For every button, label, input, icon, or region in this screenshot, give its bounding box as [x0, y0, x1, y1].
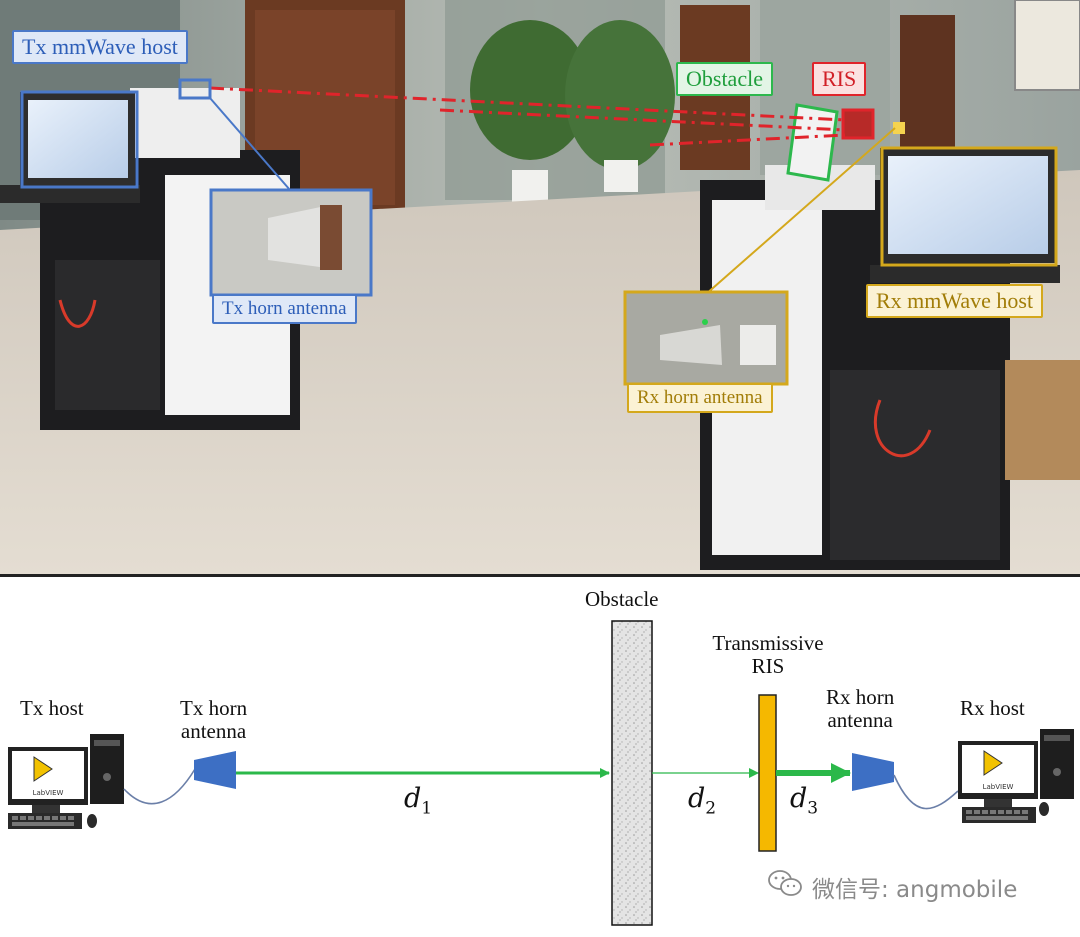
rx-computer-icon — [958, 729, 1074, 823]
tx-computer-icon — [8, 734, 124, 829]
obstacle-label: Obstacle — [585, 587, 659, 611]
d1-label: d1 — [404, 783, 433, 819]
transmissive-ris-label: Transmissive RIS — [693, 632, 843, 678]
ris-callout: RIS — [812, 62, 867, 96]
tx-cable — [123, 768, 196, 805]
ris-label-line1: Transmissive — [712, 631, 824, 655]
setup-diagram-drawing: LabVIEW — [8, 620, 1074, 926]
obstacle-block — [611, 620, 653, 926]
rx-horn-icon — [852, 753, 894, 791]
rx-horn-antenna-callout: Rx horn antenna — [627, 383, 773, 413]
wechat-icon — [768, 870, 802, 896]
d2-label: d2 — [688, 783, 717, 819]
tx-host-label: Tx host — [20, 696, 84, 720]
tx-mmwave-host-callout: Tx mmWave host — [12, 30, 188, 64]
rx-host-label: Rx host — [960, 696, 1025, 720]
rx-cable — [893, 774, 959, 810]
tx-horn-icon — [194, 751, 236, 789]
rx-horn-label: Rx horn antenna — [826, 686, 894, 732]
tx-monitor-text: LabVIEW — [33, 789, 64, 797]
obstacle-callout: Obstacle — [676, 62, 773, 96]
testbed-photo: Tx mmWave host Tx horn antenna Obstacle … — [0, 0, 1080, 574]
ris-label-line2: RIS — [751, 654, 785, 678]
tx-horn-label: Tx horn antenna — [180, 697, 247, 743]
rx-monitor-text: LabVIEW — [983, 783, 1014, 791]
d3-label: d3 — [790, 783, 819, 819]
transmissive-ris-panel — [758, 694, 777, 852]
rx-horn-label-line2: antenna — [827, 708, 893, 732]
tx-horn-label-line1: Tx horn — [180, 696, 248, 720]
section-divider — [0, 574, 1080, 577]
rx-mmwave-host-callout: Rx mmWave host — [866, 284, 1044, 318]
setup-diagram: LabVIEW — [0, 577, 1080, 937]
rx-horn-label-line1: Rx horn — [826, 685, 895, 709]
tx-horn-label-line2: antenna — [180, 719, 247, 743]
watermark-text: 微信号: angmobile — [812, 877, 1018, 903]
tx-horn-antenna-callout: Tx horn antenna — [212, 294, 357, 324]
watermark: 微信号: angmobile — [768, 870, 1017, 904]
